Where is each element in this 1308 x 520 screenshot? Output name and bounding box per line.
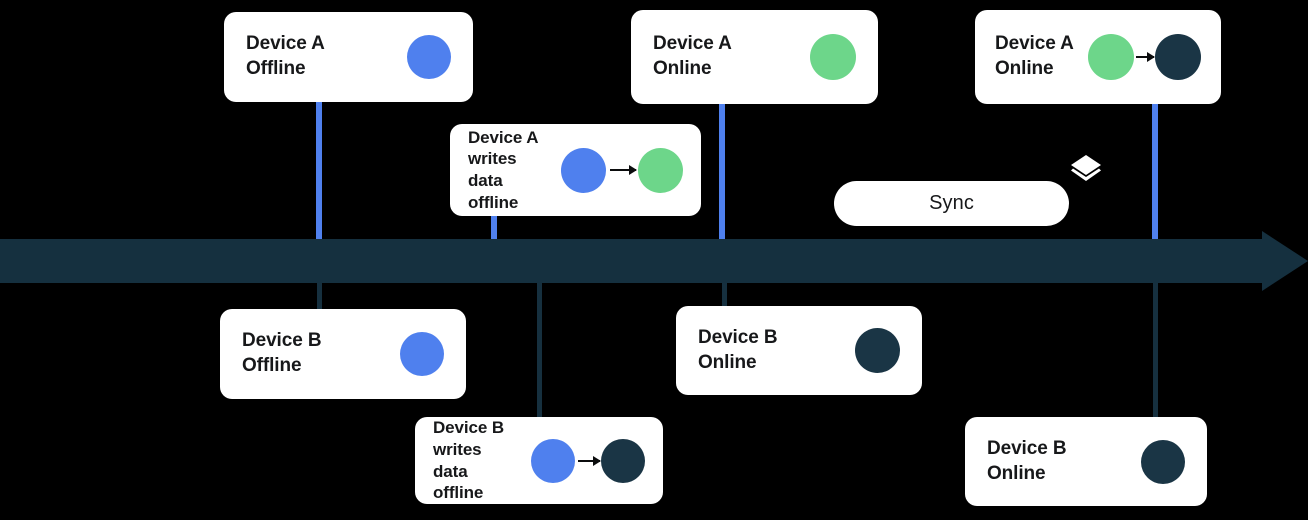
sync-pill[interactable]: Sync [834,181,1069,226]
card-device-a-offline-label: Device A Offline [246,33,325,79]
transfer-arrow-icon [578,455,601,466]
card-device-b-offline[interactable]: Device B Offline [220,309,466,399]
card-device-b-offline-label: Device B Offline [242,330,322,376]
card-device-a-offline[interactable]: Device A Offline [224,12,473,102]
card-device-a-online-label: Device A Online [653,33,732,79]
card-device-a-offline-visual [407,35,451,79]
status-dot-green [638,147,683,193]
card-device-b-writes-visual [531,438,645,483]
status-dot-blue [561,147,606,193]
card-device-b-online-visual [855,328,900,373]
connector-device-b-offline [317,276,322,312]
connector-device-b-online [722,276,727,308]
card-device-b-online-synced-visual [1141,439,1185,484]
card-device-a-online-synced[interactable]: Device A Online [975,10,1221,104]
status-dot-green [1088,34,1134,80]
card-device-b-online-synced-label: Device B Online [987,437,1067,484]
card-device-a-online[interactable]: Device A Online [631,10,878,104]
card-device-a-writes-data-offline[interactable]: Device A writes data offline [450,124,701,216]
transfer-arrow-icon [1136,52,1155,62]
card-device-b-offline-visual [400,332,444,376]
status-dot-navy [601,438,645,483]
layers-icon [1068,152,1104,188]
connector-device-b-writes-offline [537,276,542,420]
timeline-arrow-head [1262,231,1308,291]
status-dot-blue [407,35,451,79]
connector-device-b-online-synced [1153,276,1158,418]
card-device-a-online-synced-label: Device A Online [995,33,1074,79]
card-device-b-writes-data-offline-label: Device B writes data offline [433,418,505,503]
card-device-a-online-synced-visual [1088,34,1201,80]
card-device-b-online-label: Device B Online [698,326,778,373]
status-dot-blue [531,438,575,483]
status-dot-navy [1155,34,1201,80]
card-device-a-writes-visual [561,147,683,193]
card-device-a-writes-data-offline-label: Device A writes data offline [468,127,539,212]
connector-device-a-online-synced [1152,100,1158,245]
status-dot-navy [855,328,900,373]
status-dot-green [810,34,856,80]
connector-device-a-online [719,100,725,245]
card-device-b-online[interactable]: Device B Online [676,306,922,395]
connector-device-a-writes-offline [491,215,497,245]
sync-label: Sync [929,192,974,214]
status-dot-blue [400,332,444,376]
card-device-b-writes-data-offline[interactable]: Device B writes data offline [415,417,663,504]
card-device-b-online-synced[interactable]: Device B Online [965,417,1207,506]
timeline-bar [0,239,1262,283]
card-device-a-online-visual [810,34,856,80]
connector-device-a-offline [316,100,322,245]
transfer-arrow-icon [610,165,637,175]
status-dot-navy [1141,439,1185,484]
